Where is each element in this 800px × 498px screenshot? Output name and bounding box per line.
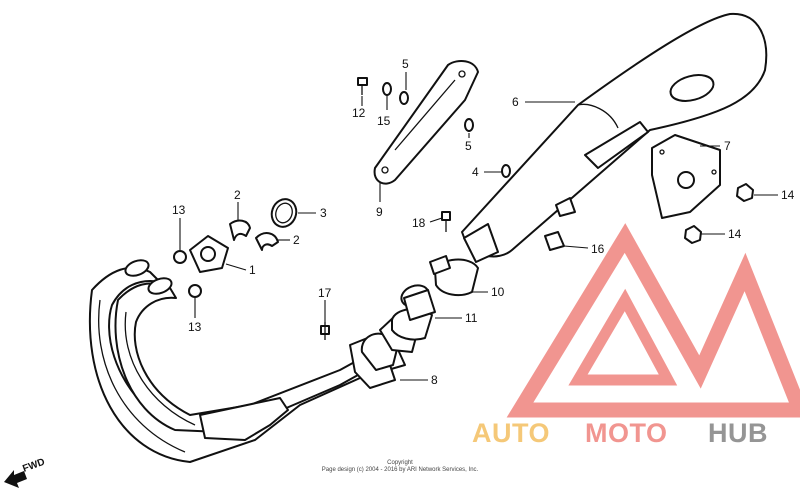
part-label-17: 17 bbox=[318, 286, 332, 300]
part-label-15: 15 bbox=[377, 114, 391, 128]
forward-direction-indicator: FWD bbox=[4, 457, 46, 488]
fwd-label: FWD bbox=[21, 457, 46, 475]
watermark-text-auto: AUTO bbox=[472, 418, 550, 448]
part-label-10: 10 bbox=[491, 285, 505, 299]
bolt-part-17 bbox=[320, 322, 330, 340]
watermark-text-moto: MOTO bbox=[585, 418, 668, 448]
heat-shield-part-9 bbox=[373, 59, 479, 185]
part-label-4: 4 bbox=[472, 165, 479, 179]
part-label-3: 3 bbox=[320, 206, 327, 220]
part-label-1: 1 bbox=[249, 263, 256, 277]
washer-part-5a bbox=[399, 91, 409, 105]
clip-part-16 bbox=[544, 231, 565, 251]
part-label-2b: 2 bbox=[293, 233, 300, 247]
washer-part-4 bbox=[501, 164, 511, 178]
watermark-text-hub: HUB bbox=[708, 418, 768, 448]
part-label-14b: 14 bbox=[728, 227, 742, 241]
part-label-13a: 13 bbox=[172, 203, 186, 217]
part-label-5b: 5 bbox=[465, 139, 472, 153]
bracket-part-7 bbox=[651, 134, 721, 219]
part-number-labels: 1 2 2 3 4 5 5 6 7 8 9 10 11 12 13 13 14 … bbox=[172, 57, 795, 387]
collar-part-2a bbox=[229, 219, 251, 241]
part-label-18: 18 bbox=[412, 216, 426, 230]
copyright-line-2: Page design (c) 2004 - 2016 by ARI Netwo… bbox=[322, 467, 479, 473]
part-label-7: 7 bbox=[724, 139, 731, 153]
gasket-part-3 bbox=[270, 198, 298, 228]
part-label-14a: 14 bbox=[781, 188, 795, 202]
nut-part-14b bbox=[684, 225, 702, 244]
watermark-logo: AUTO MOTO HUB bbox=[472, 223, 800, 448]
joint-assembly bbox=[379, 255, 479, 353]
part-label-2a: 2 bbox=[234, 188, 241, 202]
collar-part-2b bbox=[255, 232, 279, 251]
part-label-9: 9 bbox=[376, 205, 383, 219]
part-label-5a: 5 bbox=[402, 57, 409, 71]
fwd-arrow-icon bbox=[4, 470, 27, 488]
part-label-11: 11 bbox=[465, 311, 478, 325]
part-label-13b: 13 bbox=[188, 320, 202, 334]
part-label-8: 8 bbox=[431, 373, 438, 387]
watermark-triangle-icon bbox=[506, 223, 800, 418]
exhaust-pipe-assembly bbox=[88, 259, 406, 463]
flange-part-1 bbox=[189, 235, 229, 273]
bolt-part-18 bbox=[441, 211, 451, 232]
nut-part-13b bbox=[188, 284, 202, 298]
copyright-line-1: Copyright bbox=[387, 460, 413, 466]
part-label-12: 12 bbox=[352, 106, 366, 120]
leader-lines bbox=[179, 72, 778, 381]
washer-part-15 bbox=[382, 82, 392, 96]
nut-part-13a bbox=[173, 250, 187, 264]
nut-part-14a bbox=[736, 183, 754, 202]
part-label-6: 6 bbox=[512, 95, 519, 109]
washer-part-5b bbox=[464, 118, 474, 132]
bolt-part-12 bbox=[357, 77, 368, 95]
part-label-16: 16 bbox=[591, 242, 605, 256]
copyright-notice: Copyright Page design (c) 2004 - 2016 by… bbox=[322, 460, 479, 473]
muffler bbox=[461, 12, 768, 263]
